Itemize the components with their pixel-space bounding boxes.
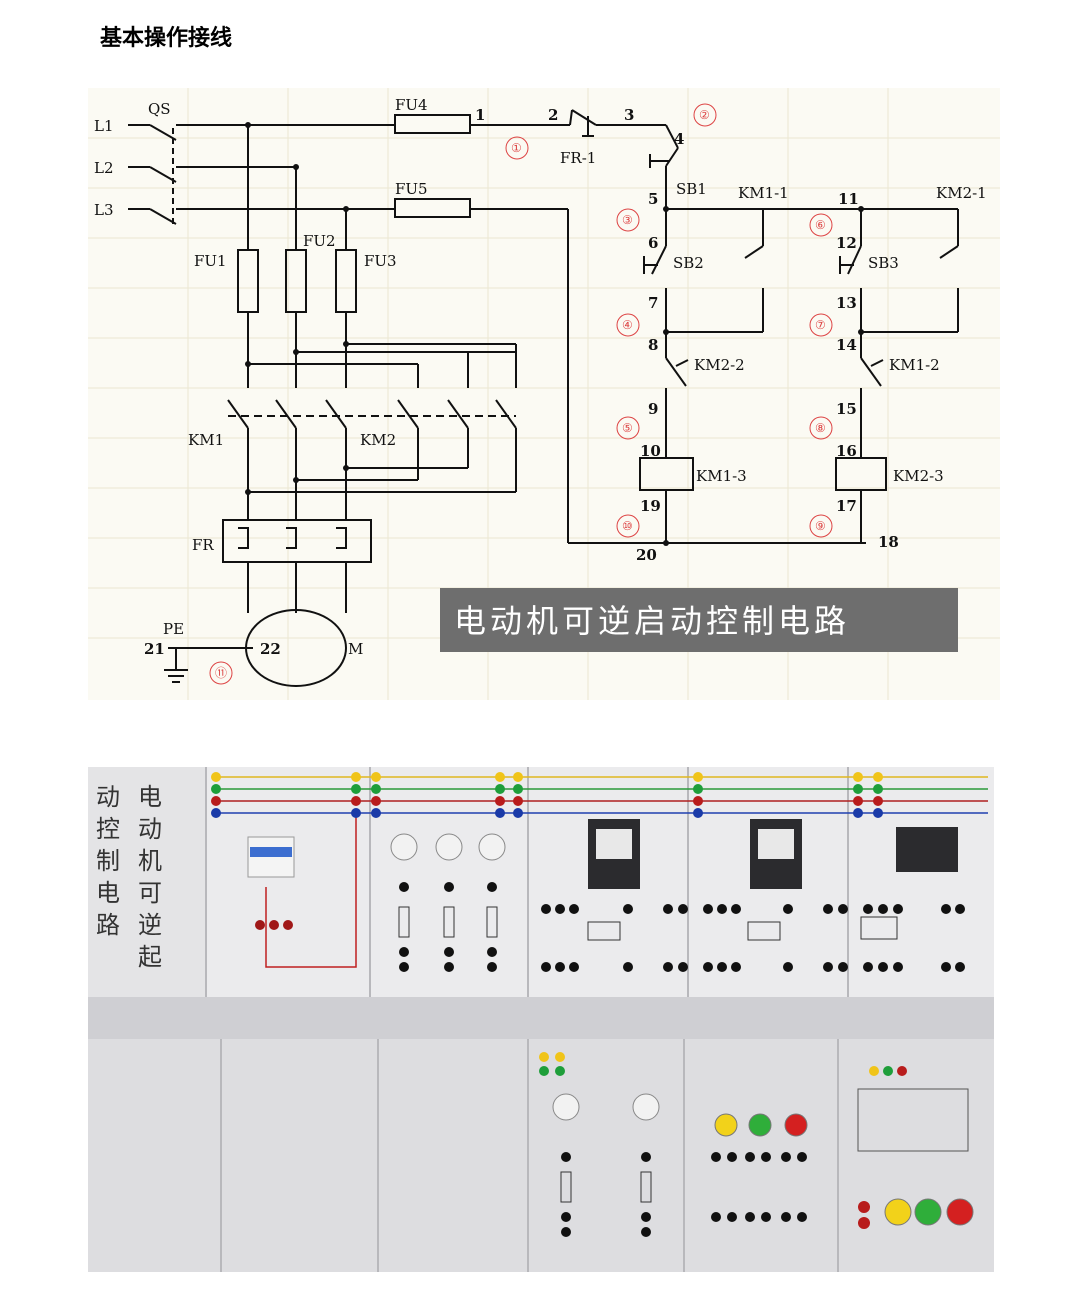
line-label-l3: L3 [94,201,114,219]
node-12: 12 [836,234,857,252]
side-char-left-3: 电 [96,879,120,907]
motor-module [857,1088,969,1152]
node-5: 5 [648,190,658,208]
banner-box [440,588,958,652]
label-km2-2: KM2-2 [694,356,745,374]
line-label-l2: L2 [94,159,114,177]
schematic-drawing: L1 L2 L3 QS FU1 FU2 FU3 FU4 FU5 FR-1 SB1… [88,88,1000,700]
node-10: 10 [640,442,661,460]
node-13: 13 [836,294,857,312]
motor-light-green[interactable] [914,1198,942,1226]
side-char-left-1: 控 [96,815,120,843]
side-char-right-2: 机 [138,847,162,875]
marker-6: ⑥ [815,218,826,232]
label-km1-1: KM1-1 [738,184,789,202]
label-km1: KM1 [188,431,224,449]
marker-3: ③ [622,213,633,227]
node-8: 8 [648,336,658,354]
node-17: 17 [836,497,857,515]
side-char-right-1: 动 [138,815,162,843]
node-1: 1 [475,106,485,124]
label-sb1: SB1 [676,180,707,198]
thermal-relay [896,827,958,872]
label-km2-1: KM2-1 [936,184,987,202]
marker-1: ① [511,141,522,155]
label-km1-3: KM1-3 [696,467,747,485]
marker-4: ④ [622,318,633,332]
node-14: 14 [836,336,857,354]
node-3: 3 [624,106,634,124]
label-sb2: SB2 [673,254,704,272]
node-11: 11 [838,190,859,208]
side-char-left-0: 动 [96,783,120,811]
motor-light-yellow[interactable] [884,1198,912,1226]
label-km2: KM2 [360,431,396,449]
node-18: 18 [878,533,899,551]
label-fu3: FU3 [364,252,397,270]
marker-9: ⑨ [815,519,826,533]
node-16: 16 [836,442,857,460]
marker-8: ⑧ [815,421,826,435]
pilot-light-red[interactable] [784,1113,808,1137]
page-title: 基本操作接线 [100,26,233,51]
label-fr: FR [192,536,214,554]
node-2: 2 [548,106,558,124]
label-pe: PE [163,620,184,638]
label-fu5: FU5 [395,180,428,198]
node-20: 20 [636,546,657,564]
side-char-right-4: 逆 [138,911,162,939]
label-fu1: FU1 [194,252,227,270]
side-char-right-3: 可 [138,879,162,907]
label-km2-3: KM2-3 [893,467,944,485]
label-fu4: FU4 [395,96,428,114]
label-fr1: FR-1 [560,149,596,167]
node-22: 22 [260,640,281,658]
label-motor: M [348,640,363,658]
line-label-l1: L1 [94,117,114,135]
node-9: 9 [648,400,658,418]
motor-light-red[interactable] [946,1198,974,1226]
marker-2: ② [699,108,710,122]
side-char-left-2: 制 [96,847,120,875]
marker-11: ⑪ [215,666,227,680]
node-21: 21 [144,640,165,658]
node-7: 7 [648,294,658,312]
node-6: 6 [648,234,658,252]
side-char-right-5: 起 [138,943,162,971]
pilot-light-yellow[interactable] [714,1113,738,1137]
panel-drawing: 动 控 制 电 路 电 动 机 可 逆 起 [88,767,994,1272]
training-panel-photo: 动 控 制 电 路 电 动 机 可 逆 起 [88,767,994,1272]
banner-title: 电动机可逆启动控制电路 [454,602,850,640]
node-4: 4 [674,130,684,148]
marker-10: ⑩ [622,519,633,533]
label-km1-2: KM1-2 [889,356,940,374]
marker-5: ⑤ [622,421,633,435]
label-sb3: SB3 [868,254,899,272]
side-char-right-0: 电 [138,783,162,811]
label-qs: QS [148,100,171,118]
marker-7: ⑦ [815,318,826,332]
label-fu2: FU2 [303,232,336,250]
node-19: 19 [640,497,661,515]
node-15: 15 [836,400,857,418]
circuit-schematic: L1 L2 L3 QS FU1 FU2 FU3 FU4 FU5 FR-1 SB1… [88,88,1000,700]
pilot-light-green[interactable] [748,1113,772,1137]
side-char-left-4: 路 [96,911,120,939]
